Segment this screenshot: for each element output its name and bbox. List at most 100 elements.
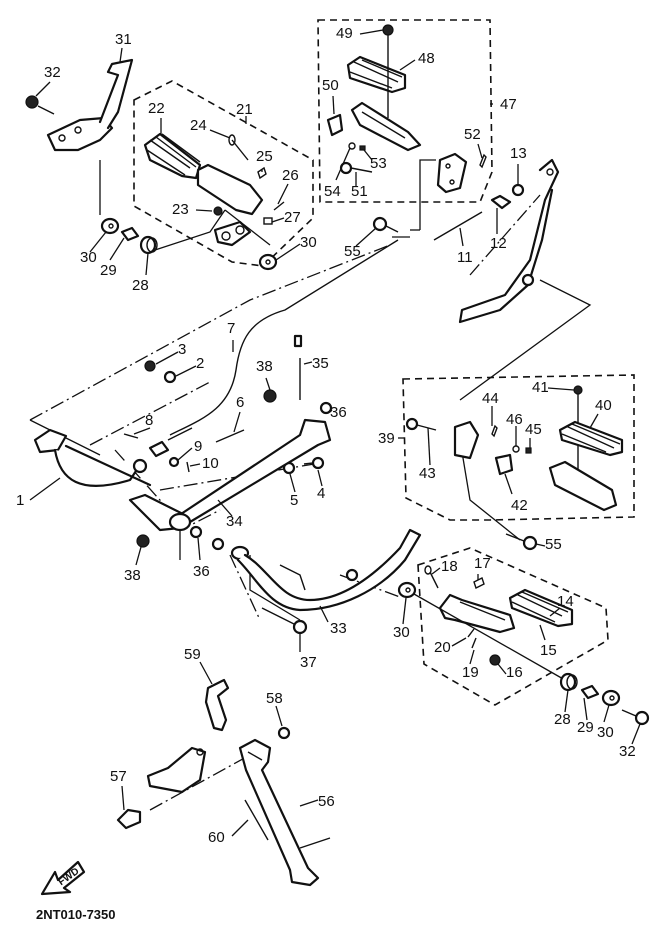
group-box-39 <box>402 374 635 521</box>
callout-5: 5 <box>290 492 298 509</box>
footrest-rubber-48 <box>346 55 407 94</box>
leader-line-30 <box>275 243 301 261</box>
side-stand-56 <box>238 738 331 887</box>
bushing-28-upper <box>139 235 158 255</box>
group-box-21 <box>133 80 314 267</box>
washer-9 <box>168 456 180 468</box>
spring-6 <box>215 429 245 443</box>
spring-11 <box>433 211 483 241</box>
cover-50 <box>326 113 344 137</box>
callout-6: 6 <box>236 394 244 411</box>
callout-33: 33 <box>330 620 347 637</box>
callout-59: 59 <box>184 646 201 663</box>
callout-30: 30 <box>597 724 614 741</box>
leader-line-32 <box>35 81 51 97</box>
callout-35: 35 <box>312 355 329 372</box>
callout-25: 25 <box>256 148 273 165</box>
washer-30-upper-right <box>258 253 278 271</box>
leader-line-9 <box>177 447 193 461</box>
cover-42 <box>494 453 514 476</box>
callout-58: 58 <box>266 690 283 707</box>
callout-55: 55 <box>344 243 361 260</box>
callout-19: 19 <box>462 664 479 681</box>
leader-line-38 <box>265 377 271 391</box>
leader-line-14 <box>549 607 561 617</box>
callout-1: 1 <box>16 492 24 509</box>
callout-2: 2 <box>196 355 204 372</box>
callout-30: 30 <box>300 234 317 251</box>
bolt-32-lower <box>621 709 650 726</box>
callout-36: 36 <box>193 563 210 580</box>
footrest-arm-14 <box>438 593 516 634</box>
callout-23: 23 <box>172 201 189 218</box>
leader-line-38 <box>135 546 142 566</box>
callout-39: 39 <box>378 430 395 447</box>
washer-30-upper-left <box>100 217 120 235</box>
leader-line-60 <box>231 819 249 837</box>
callout-44: 44 <box>482 390 499 407</box>
footrest-arm-47 <box>350 101 422 152</box>
callout-labels: 1234567891011121314151617181920212223242… <box>16 25 636 846</box>
washer-30-lower <box>601 689 621 707</box>
callout-53: 53 <box>370 155 387 172</box>
bolt-32-upper <box>25 95 55 115</box>
nut-38-lower <box>136 534 150 548</box>
leader-line-35 <box>303 361 313 365</box>
bushing-28-lower <box>559 672 578 692</box>
bracket-43 <box>405 417 498 460</box>
callout-24: 24 <box>190 117 207 134</box>
leader-line-18 <box>431 567 441 575</box>
leader-line-36 <box>329 409 333 413</box>
bolt-4 <box>303 456 325 470</box>
callout-8: 8 <box>145 412 153 429</box>
leader-line-41 <box>547 387 575 391</box>
callout-13: 13 <box>510 145 527 162</box>
callout-41: 41 <box>532 379 549 396</box>
leader-line-3 <box>155 351 179 365</box>
leader-line-26 <box>277 183 289 205</box>
nut-36-upper <box>319 401 333 415</box>
cable-7 <box>169 239 399 436</box>
callout-21: 21 <box>236 101 253 118</box>
callout-20: 20 <box>434 639 451 656</box>
footrest-bar-34 <box>128 418 332 532</box>
bolt-35 <box>293 334 303 400</box>
callout-30: 30 <box>393 624 410 641</box>
bracket-plate <box>146 746 207 794</box>
group-box-47 <box>317 19 493 203</box>
leader-line-32 <box>631 723 641 745</box>
callout-15: 15 <box>540 642 557 659</box>
leader-line-36 <box>197 537 201 561</box>
small-parts-21 <box>213 134 285 225</box>
leader-line-59 <box>199 661 213 685</box>
footrest-rubber-40 <box>558 420 624 457</box>
leader-line-54 <box>335 147 351 181</box>
callout-36: 36 <box>330 404 347 421</box>
callout-31: 31 <box>115 31 132 48</box>
callout-4: 4 <box>317 485 325 502</box>
callout-38: 38 <box>256 358 273 375</box>
leader-line-55 <box>535 543 546 547</box>
callout-43: 43 <box>419 465 436 482</box>
callout-57: 57 <box>110 768 127 785</box>
callout-47: 47 <box>500 96 517 113</box>
fwd-arrow: FWD <box>40 860 86 896</box>
callout-40: 40 <box>595 397 612 414</box>
spring-60 <box>244 799 269 841</box>
nut-38-upper <box>263 389 277 403</box>
bracket-31 <box>46 58 134 152</box>
callout-56: 56 <box>318 793 335 810</box>
leader-line-55 <box>355 227 377 247</box>
callout-29: 29 <box>100 262 117 279</box>
leader-line-28 <box>564 689 569 713</box>
callout-28: 28 <box>132 277 149 294</box>
leader-line-2 <box>175 365 197 377</box>
callout-48: 48 <box>418 50 435 67</box>
callout-18: 18 <box>441 558 458 575</box>
nut-13 <box>511 183 525 197</box>
nut-36-lower-a <box>189 525 203 539</box>
group-boxes <box>133 19 635 706</box>
footrest-arm-39 <box>548 460 618 512</box>
footrest-rubber-22 <box>143 132 202 180</box>
